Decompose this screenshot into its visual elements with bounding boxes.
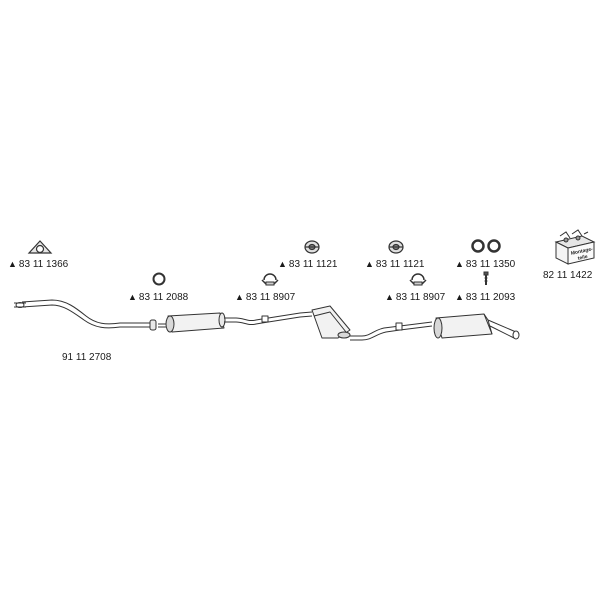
part-label-clamp-b: ▲83 11 8907 [385,291,445,304]
marker-icon: ▲ [385,292,394,302]
part-label-ring-gasket: ▲83 11 2088 [128,291,188,304]
marker-icon: ▲ [455,292,464,302]
flange-gasket-icon [27,240,53,254]
part-label-mounting-kit: 82 11 1422 [543,270,592,282]
rear-connecting-pipe [350,321,433,337]
part-number: 83 11 1121 [288,259,338,270]
marker-icon: ▲ [455,259,464,269]
exhaust-system-icon [14,299,520,341]
pipe-clamp-icon [261,273,279,286]
part-number: 83 11 2088 [138,292,189,303]
part-number: 83 11 8907 [245,292,296,303]
pipe-clamp-icon [409,273,427,286]
part-number: 91 11 2708 [62,352,112,363]
marker-icon: ▲ [128,292,137,302]
rubber-hanger-icon [304,240,320,254]
part-label-flange-gasket: ▲83 11 1366 [8,258,68,271]
part-number: 83 11 1366 [18,259,69,270]
mid-pipe [224,311,313,322]
tailpipe [487,319,520,340]
part-label-rubber-rings: ▲83 11 1350 [455,258,515,271]
pipe-joint-front [149,319,166,331]
part-number: 83 11 1121 [375,259,425,270]
marker-icon: ▲ [235,292,244,302]
mounting-kit-box-icon [554,229,596,265]
front-pipe [21,299,150,325]
part-label-clamp-a: ▲83 11 8907 [235,291,295,304]
ring-gasket-icon [152,272,166,286]
part-number: 83 11 8907 [395,292,446,303]
part-label-exhaust-system: 91 11 2708 [62,352,111,364]
kit-box-label-line2: teile [577,254,588,262]
bolt-icon [483,271,489,285]
front-flange [14,302,26,308]
front-muffler [165,312,226,333]
part-number: 83 11 1350 [465,259,516,270]
rubber-rings-icon [471,239,501,253]
marker-icon: ▲ [8,259,17,269]
part-label-bolt: ▲83 11 2093 [455,291,515,304]
center-muffler [311,305,351,339]
marker-icon: ▲ [278,259,287,269]
marker-icon: ▲ [365,259,374,269]
part-label-rubber-hanger-b: ▲83 11 1121 [365,258,425,271]
rubber-hanger-icon [388,240,404,254]
part-label-rubber-hanger-a: ▲83 11 1121 [278,258,338,271]
kit-box-label-line1: Montage- [570,246,593,257]
part-number: 83 11 2093 [465,292,516,303]
rear-muffler [433,313,493,339]
part-number: 82 11 1422 [543,270,593,281]
